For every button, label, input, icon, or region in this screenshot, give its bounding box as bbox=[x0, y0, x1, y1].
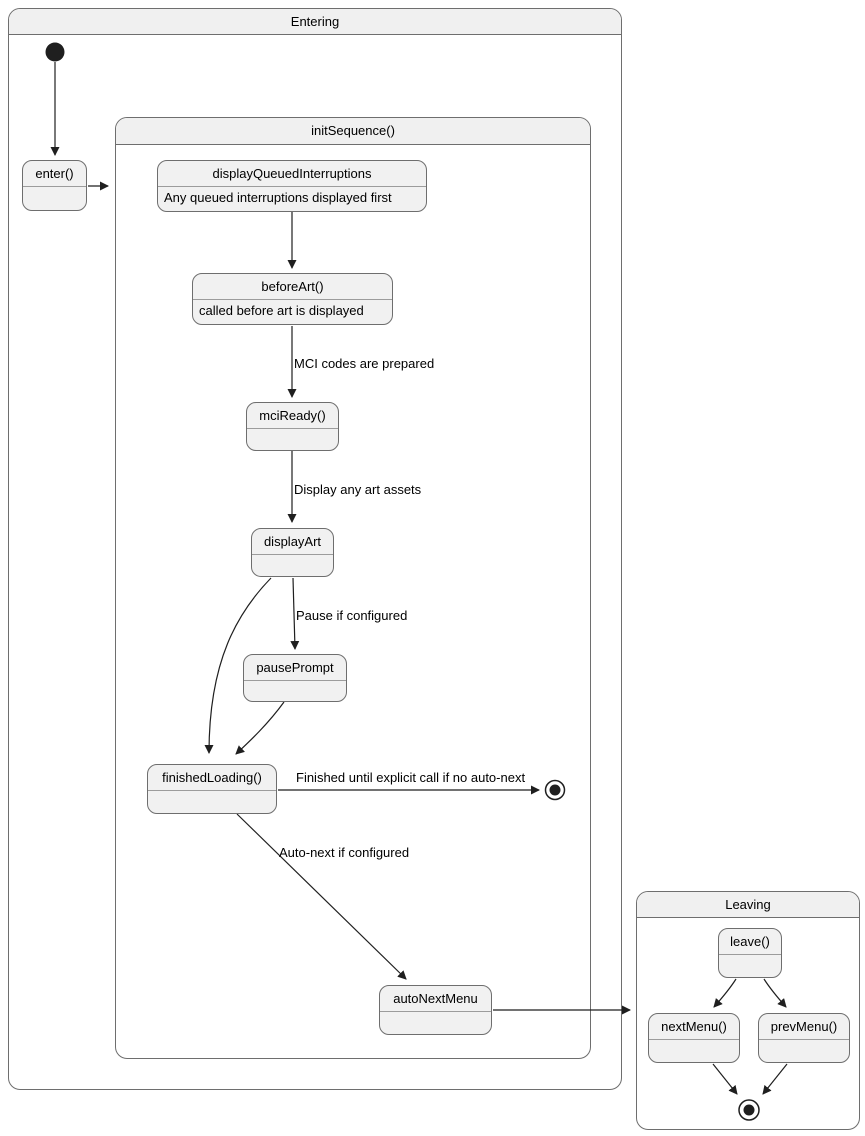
state-enter: enter() bbox=[22, 160, 87, 211]
state-mci-ready: mciReady() bbox=[246, 402, 339, 451]
state-auto-next-menu-label: autoNextMenu bbox=[393, 991, 478, 1006]
container-leaving-title: Leaving bbox=[637, 892, 859, 918]
state-display-queued-interruptions-label: displayQueuedInterruptions bbox=[212, 166, 372, 181]
state-next-menu-label: nextMenu() bbox=[661, 1019, 727, 1034]
state-pause-prompt: pausePrompt bbox=[243, 654, 347, 702]
state-before-art-label: beforeArt() bbox=[261, 279, 324, 294]
state-display-queued-interruptions: displayQueuedInterruptions Any queued in… bbox=[157, 160, 427, 212]
state-pause-prompt-label: pausePrompt bbox=[256, 660, 334, 675]
state-display-queued-interruptions-description: Any queued interruptions displayed first bbox=[158, 186, 426, 211]
state-leave: leave() bbox=[718, 928, 782, 978]
container-leaving: Leaving bbox=[636, 891, 860, 1130]
state-enter-label: enter() bbox=[35, 166, 74, 181]
state-mci-ready-body bbox=[247, 428, 338, 450]
state-leave-body bbox=[719, 954, 781, 977]
state-prev-menu-label: prevMenu() bbox=[770, 1019, 838, 1034]
state-finished-loading-body bbox=[148, 790, 276, 813]
state-enter-body bbox=[23, 186, 86, 210]
state-next-menu: nextMenu() bbox=[648, 1013, 740, 1063]
state-pause-prompt-body bbox=[244, 680, 346, 701]
state-auto-next-menu-body bbox=[380, 1011, 491, 1034]
edge-label-pause-if-configured: Pause if configured bbox=[296, 608, 408, 623]
state-finished-loading: finishedLoading() bbox=[147, 764, 277, 814]
state-prev-menu-body bbox=[759, 1039, 849, 1062]
state-leave-label: leave() bbox=[730, 934, 770, 949]
container-entering: Entering bbox=[8, 8, 622, 1090]
state-finished-loading-label: finishedLoading() bbox=[162, 770, 262, 785]
state-display-art: displayArt bbox=[251, 528, 334, 577]
state-auto-next-menu: autoNextMenu bbox=[379, 985, 492, 1035]
container-init-sequence: initSequence() bbox=[115, 117, 591, 1059]
state-before-art-description: called before art is displayed bbox=[193, 299, 392, 324]
state-prev-menu: prevMenu() bbox=[758, 1013, 850, 1063]
edge-label-mci-codes-prepared: MCI codes are prepared bbox=[294, 356, 435, 371]
container-entering-title: Entering bbox=[9, 9, 621, 35]
edge-label-display-art-assets: Display any art assets bbox=[294, 482, 422, 497]
edge-label-finished-until: Finished until explicit call if no auto-… bbox=[296, 770, 526, 785]
state-next-menu-body bbox=[649, 1039, 739, 1062]
state-display-art-label: displayArt bbox=[263, 534, 322, 549]
state-before-art: beforeArt() called before art is display… bbox=[192, 273, 393, 325]
state-display-art-body bbox=[252, 554, 333, 576]
container-init-sequence-title: initSequence() bbox=[116, 118, 590, 145]
state-mci-ready-label: mciReady() bbox=[259, 408, 326, 423]
edge-label-auto-next: Auto-next if configured bbox=[279, 845, 410, 860]
